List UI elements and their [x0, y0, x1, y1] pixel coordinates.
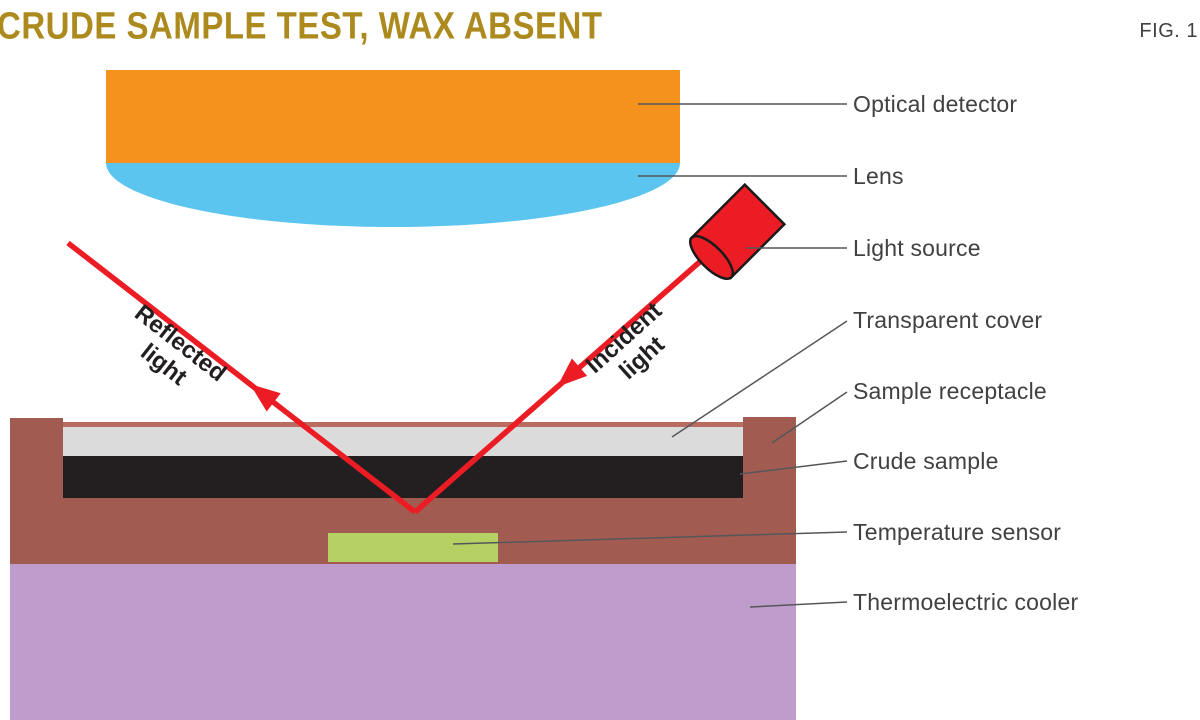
lens-shape: [106, 163, 680, 227]
light-source-shape: [689, 182, 787, 280]
leader-sample-receptacle: [771, 391, 848, 444]
figure-number: FIG. 1: [1139, 20, 1198, 42]
label-thermoelectric-cooler: Thermoelectric cooler: [853, 589, 1079, 615]
incident-beam-arrowhead: [557, 358, 588, 387]
leader-lines: [452, 103, 848, 608]
leader-crude-sample: [739, 460, 848, 475]
temperature-sensor-shape: [328, 533, 498, 562]
label-sample-receptacle: Sample receptacle: [853, 378, 1047, 404]
crude-sample-shape: [63, 456, 743, 498]
label-light-source: Light source: [853, 235, 981, 261]
receptacle-rim-strip: [63, 422, 743, 427]
label-temperature-sensor: Temperature sensor: [853, 519, 1062, 545]
label-crude-sample: Crude sample: [853, 448, 999, 474]
leader-thermoelectric-cooler: [749, 601, 848, 608]
transparent-cover-shape: [63, 427, 743, 456]
receptacle-right-wall-shape: [743, 417, 796, 508]
reflected-beam-arrowhead: [250, 384, 281, 412]
reflected-beam-line: [66, 240, 417, 515]
leader-transparent-cover: [671, 320, 848, 438]
receptacle-left-wall-shape: [10, 418, 63, 508]
thermoelectric-cooler-shape: [10, 563, 796, 720]
label-optical-detector: Optical detector: [853, 91, 1018, 117]
light-source-face: [689, 234, 735, 280]
label-lens: Lens: [853, 163, 904, 189]
label-transparent-cover: Transparent cover: [853, 307, 1043, 333]
optical-detector-shape: [106, 70, 680, 163]
page-title: CRUDE SAMPLE TEST, WAX ABSENT: [0, 4, 603, 47]
leader-temperature-sensor: [452, 531, 848, 545]
